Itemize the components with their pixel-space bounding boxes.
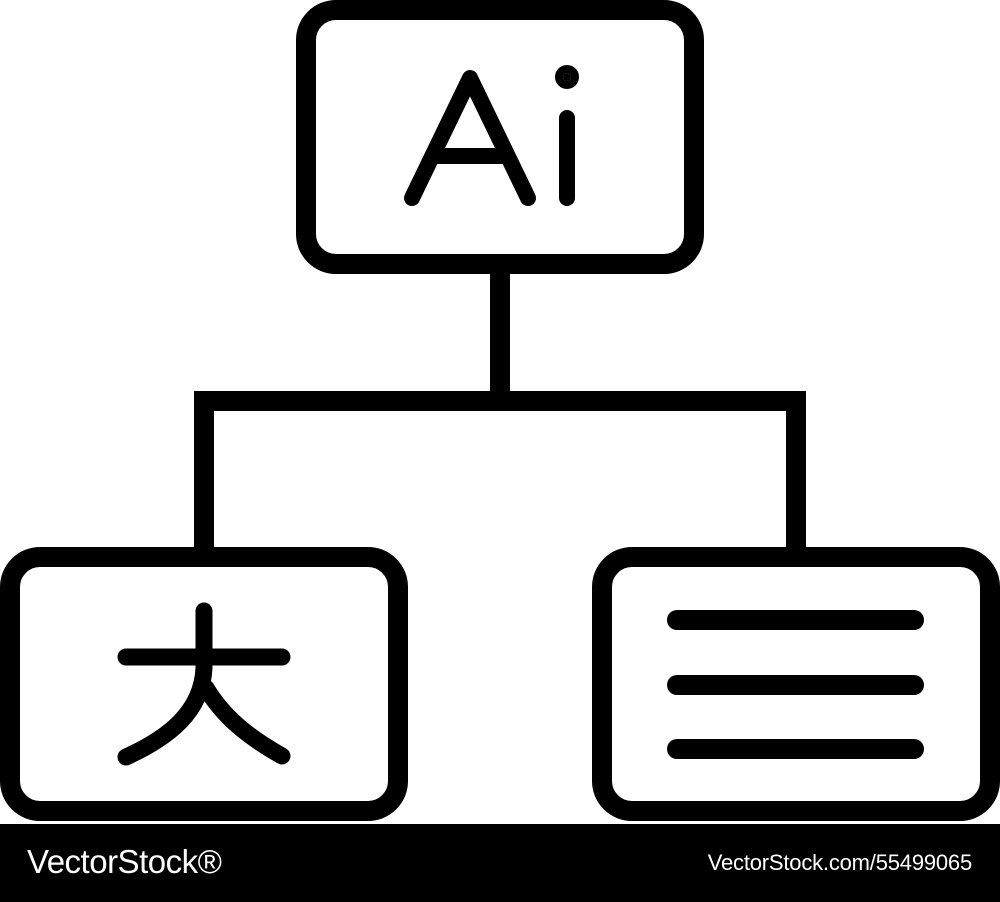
kanji-glyph-strokes [117, 602, 291, 766]
translation-diagram: Ai 大 [0, 0, 1000, 821]
watermark-bar: VectorStock® VectorStock.com/55499065 [0, 824, 1000, 902]
text-lines-icon [667, 610, 924, 759]
letter-i-dot [555, 65, 579, 89]
kanji-left-sweep [117, 602, 213, 766]
connector-lines [194, 255, 806, 567]
watermark-brand: VectorStock® [27, 843, 222, 880]
kanji-right-sweep [197, 679, 291, 765]
left-label: 大 [129, 602, 279, 776]
root-label: Ai [418, 43, 582, 241]
root-node: Ai [296, 0, 704, 274]
right-node [592, 547, 1000, 821]
left-node: 大 [0, 547, 408, 821]
watermark-credit: VectorStock.com/55499065 [707, 850, 972, 875]
root-label-group [404, 65, 579, 206]
branch-line [194, 391, 806, 567]
